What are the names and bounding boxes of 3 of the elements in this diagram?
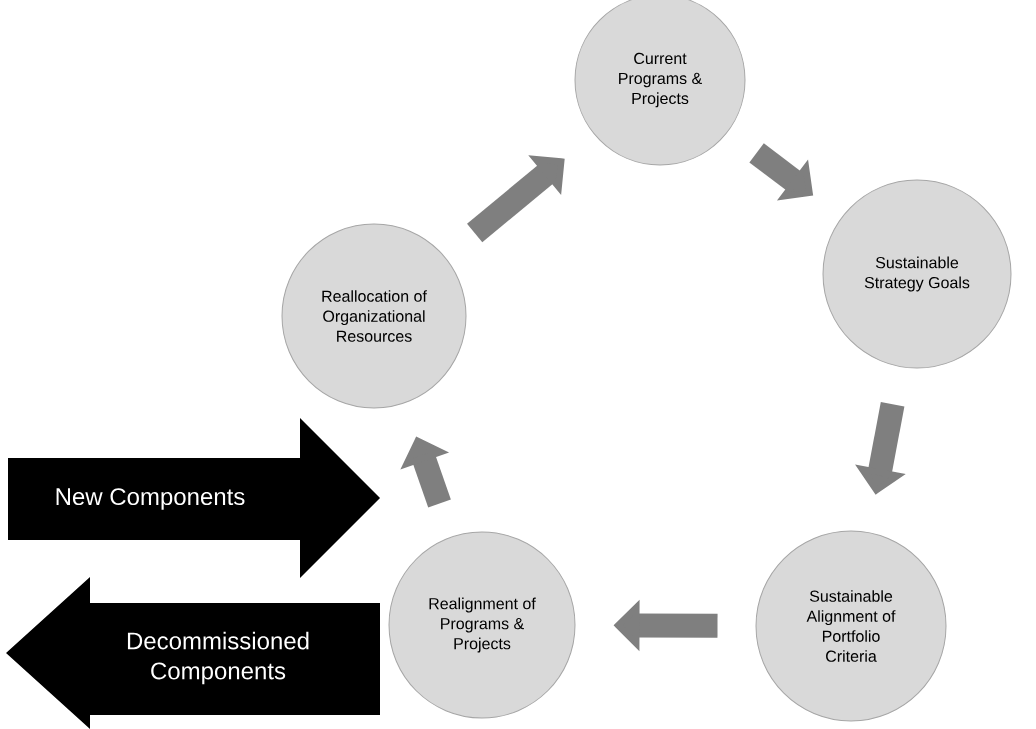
block-arrow — [467, 155, 565, 243]
arrow-shaped-banner: New Components — [8, 418, 380, 578]
arrow-shaped-banner: Decommissioned Components — [6, 577, 380, 729]
